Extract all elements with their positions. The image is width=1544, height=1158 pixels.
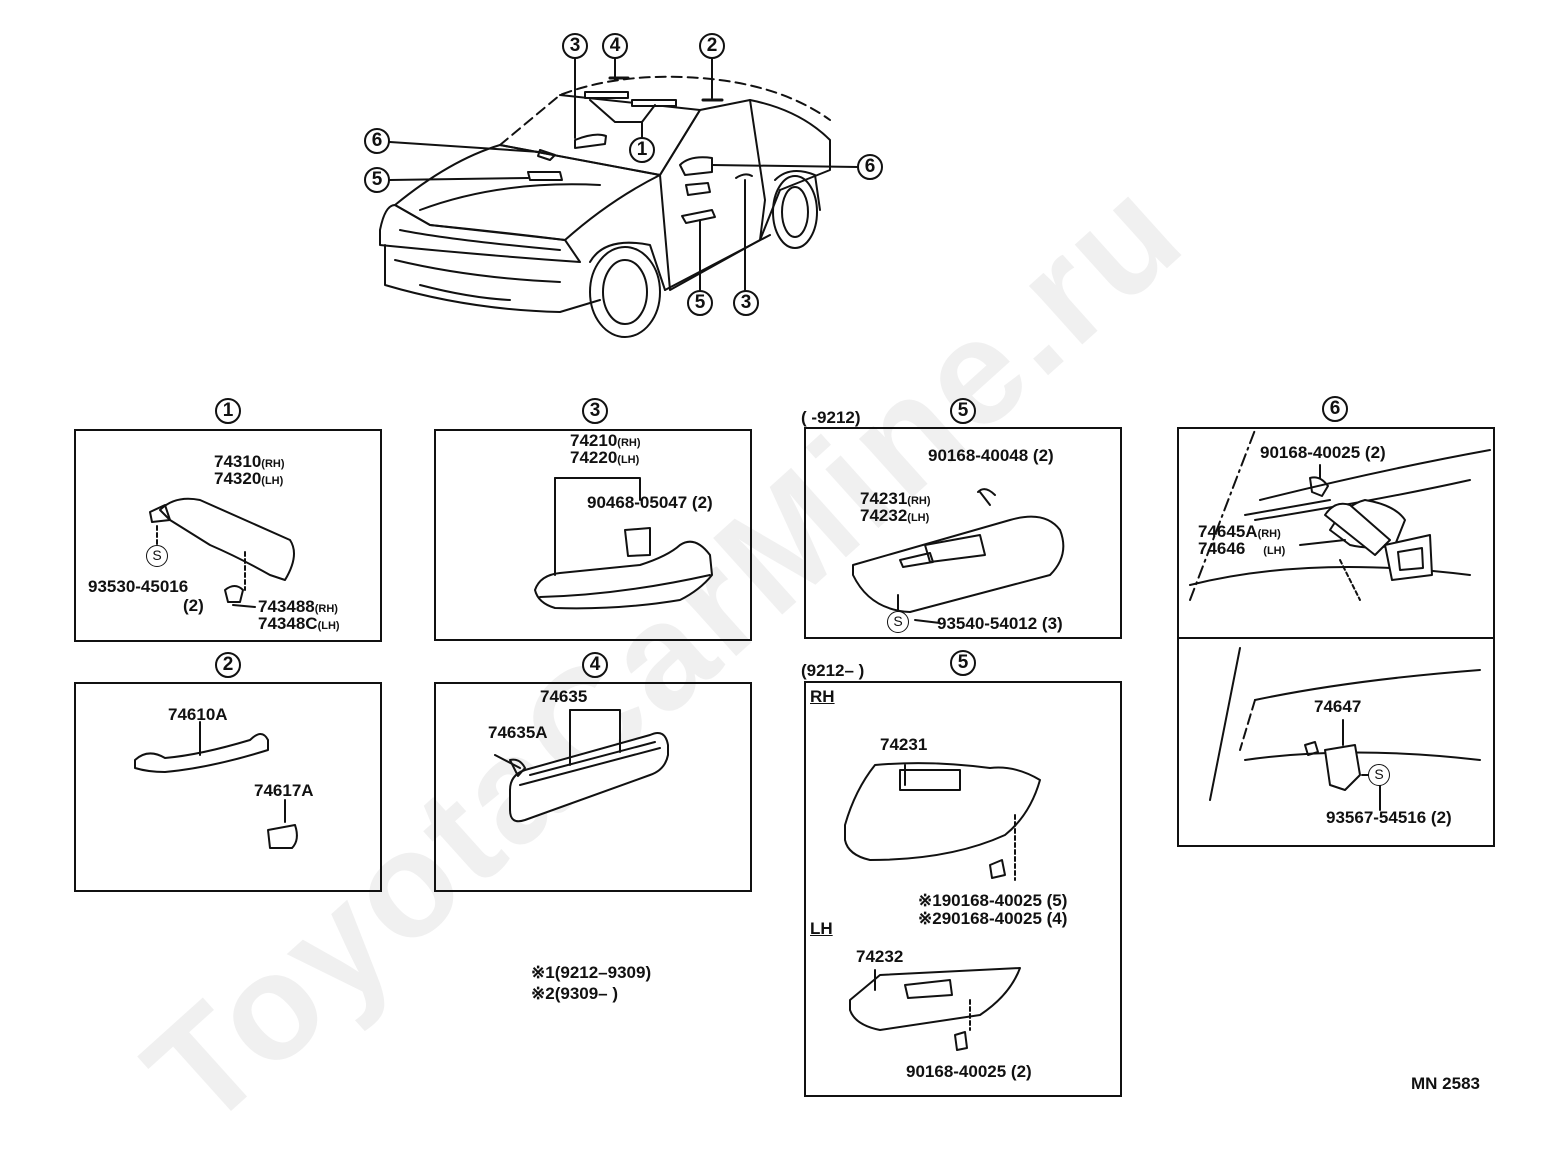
panel4-index: 4 [582,652,608,678]
callout-5-bottom: 5 [687,290,713,316]
panel5b-box [804,681,1122,1097]
panel1-art [149,497,295,608]
panel6-part-rh: 74645A(RH) [1198,522,1281,541]
panel1-screw-qty: (2) [183,596,204,615]
panel6-box-bottom [1177,637,1495,847]
panel3-index: 3 [582,398,608,424]
legend-line-1: ※1(9212–9309) [531,963,652,982]
panel4-art [494,709,669,823]
panel5b-rh-part: 74231 [880,735,928,754]
panel2-cover: 74617A [254,781,314,800]
callout-6-right: 6 [857,154,883,180]
panel1-part-lh: 74320(LH) [214,469,284,488]
panel1-screw: 93530-45016 [88,577,189,596]
panel1-box [74,429,382,642]
panel3-art [534,477,713,610]
panel3-screw: 90468-05047 (2) [587,493,713,512]
diagram-code: MN 2583 [1411,1074,1480,1093]
panel5a-index: 5 [950,398,976,424]
panel5b-note2: ※290168-40025 (4) [918,909,1068,928]
panel1-s-mark: S [146,545,168,567]
panel1-clip-rh: 743488(RH) [258,597,338,616]
callout-4: 4 [602,33,628,59]
panel3-part-lh: 74220(LH) [570,448,640,467]
panel6-index: 6 [1322,396,1348,422]
car-illustration [379,57,859,338]
callout-6-left: 6 [364,128,390,154]
panel5a-part-rh: 74231(RH) [860,489,931,508]
panel5a-part-lh: 74232(LH) [860,506,930,525]
callout-5-left: 5 [364,167,390,193]
panel5b-index: 5 [950,650,976,676]
panel2-box [74,682,382,892]
panel5b-lh-label: LH [810,919,833,938]
panel5a-period: ( -9212) [801,408,861,427]
panel3-box [434,429,752,641]
panel5a-s-mark: S [887,611,909,633]
callout-3-top: 3 [562,33,588,59]
panel6-art [1189,429,1491,811]
panel5a-screw-top: 90168-40048 (2) [928,446,1054,465]
panel4-sub: 74635A [488,723,548,742]
panel6-lower-screw: 93567-54516 (2) [1326,808,1452,827]
panel5b-note1: ※190168-40025 (5) [918,891,1068,910]
panel6-part-lh: 74646(LH) [1198,539,1286,558]
panel5b-rh-label: RH [810,687,835,706]
panel4-lamp: 74635 [540,687,588,706]
panel6-lower-part: 74647 [1314,697,1362,716]
panel6-s-mark: S [1368,764,1390,786]
panel5b-art [844,762,1041,1051]
panel1-clip-lh: 74348C(LH) [258,614,340,633]
panel1-index: 1 [215,398,241,424]
panel5b-lh-part: 74232 [856,947,904,966]
panel5a-screw-bottom: 93540-54012 (3) [937,614,1063,633]
panel2-art [134,721,298,849]
panel5b-lh-screw: 90168-40025 (2) [906,1062,1032,1081]
panel3-part-rh: 74210(RH) [570,431,641,450]
panel2-index: 2 [215,652,241,678]
panel4-box [434,682,752,892]
panel6-screw: 90168-40025 (2) [1260,443,1386,462]
callout-1: 1 [629,137,655,163]
legend-line-2: ※2(9309– ) [531,984,619,1003]
callout-2: 2 [699,33,725,59]
panel5b-period: (9212– ) [801,661,865,680]
panel5a-box [804,427,1122,639]
panel2-grip: 74610A [168,705,228,724]
callout-3-bottom: 3 [733,290,759,316]
panel1-part-rh: 74310(RH) [214,452,285,471]
